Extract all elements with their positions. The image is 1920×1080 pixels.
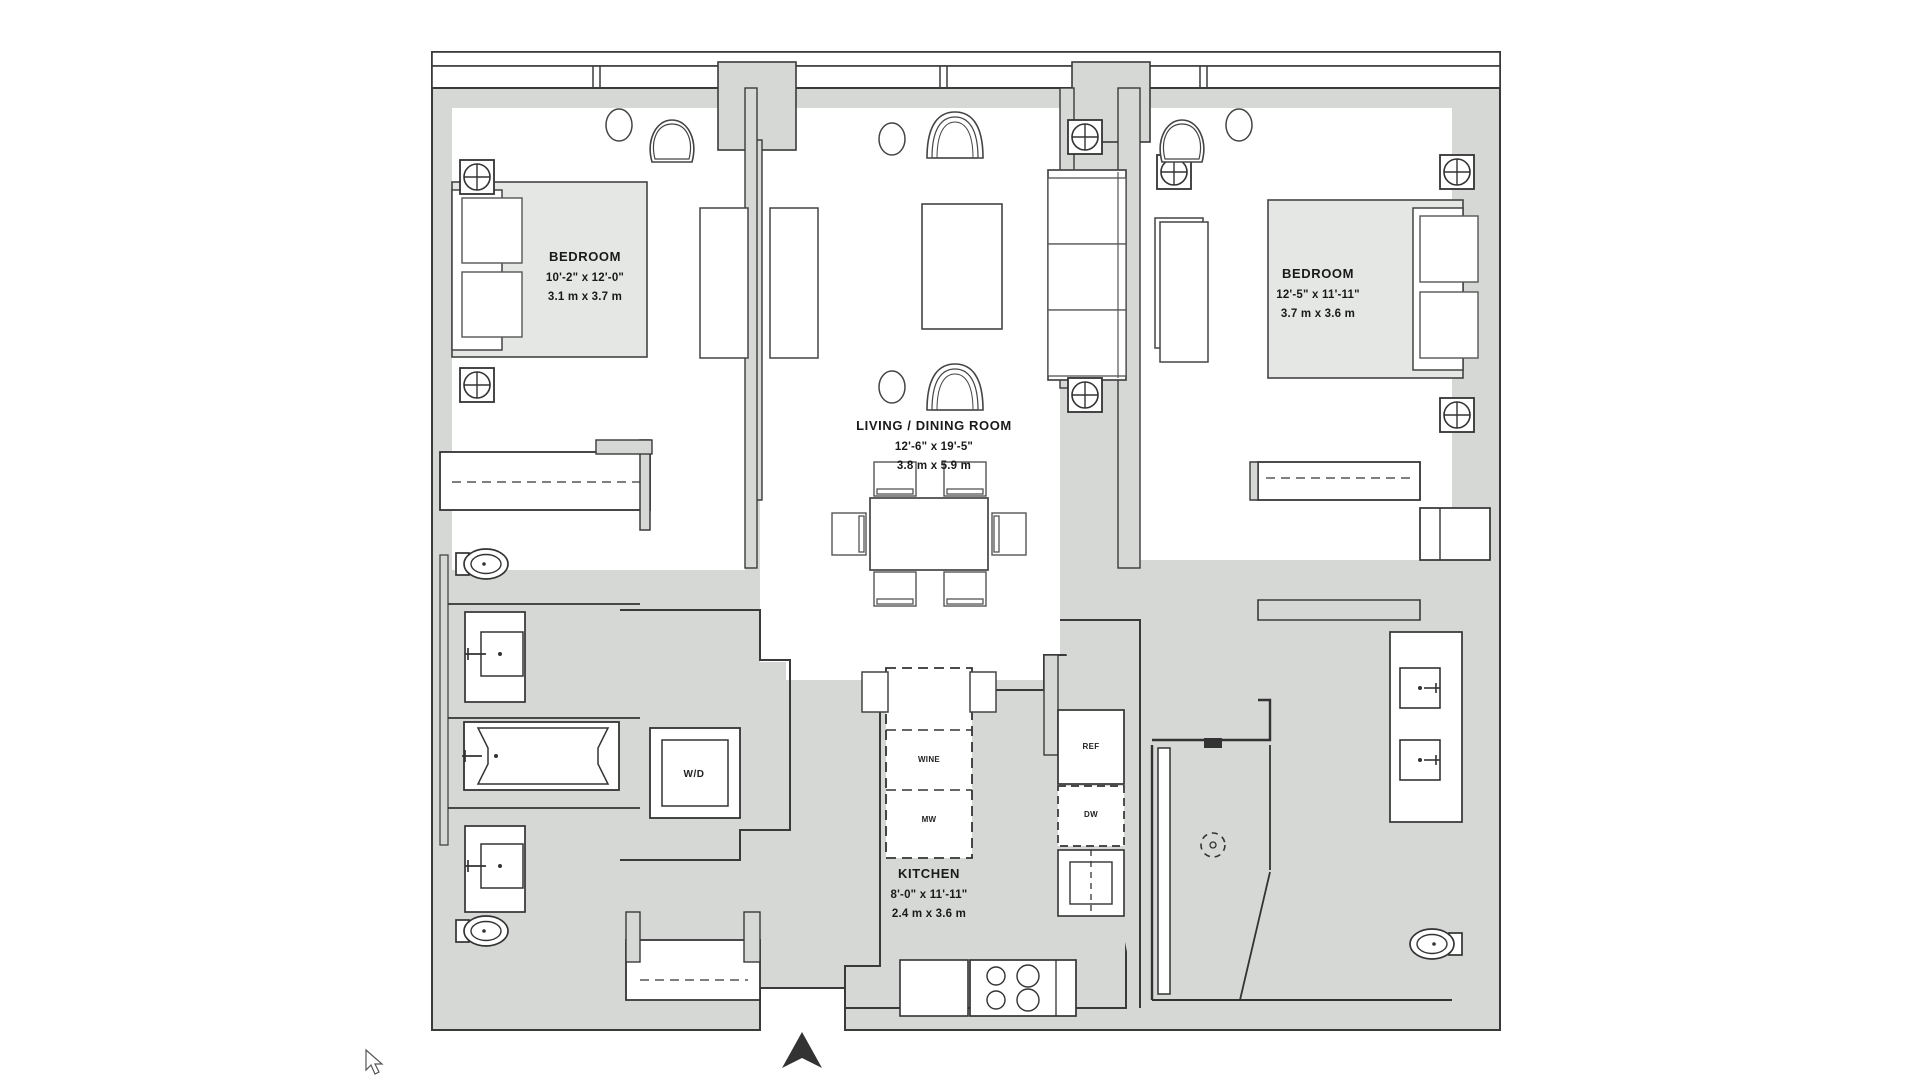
toilet-lower-left — [455, 915, 509, 947]
vanity-sink-upper-left — [464, 611, 526, 703]
room-dim-metric: 3.1 m x 3.7 m — [548, 291, 622, 303]
dishwasher: DW — [1057, 785, 1125, 847]
kitchen-sink — [1057, 849, 1125, 917]
room-dim-imperial: 8'-0" x 11'-11" — [891, 889, 968, 901]
washer-dryer: W/D — [649, 727, 741, 819]
double-vanity-right — [1389, 631, 1463, 823]
refrigerator-label: REF — [1083, 742, 1100, 751]
nightstand-left-bottom — [459, 367, 495, 403]
cooktop — [899, 959, 1077, 1017]
refrigerator: REF — [1057, 709, 1125, 785]
bed-right — [1267, 199, 1479, 379]
nightstand-left-top — [459, 159, 495, 195]
dresser-right — [1159, 221, 1209, 363]
room-label-living-dining: LIVING / DINING ROOM 12'-6" x 19'-5" 3.8… — [856, 418, 1012, 472]
room-name: BEDROOM — [1282, 266, 1354, 281]
room-dim-imperial: 12'-6" x 19'-5" — [895, 441, 973, 453]
microwave-label: MW — [922, 815, 937, 824]
room-dim-metric: 2.4 m x 3.6 m — [892, 908, 966, 920]
room-dim-imperial: 12'-5" x 11'-11" — [1276, 289, 1360, 301]
room-dim-metric: 3.8 m x 5.9 m — [897, 460, 971, 472]
room-name: KITCHEN — [898, 866, 960, 881]
kitchen-island: WINE MW — [861, 667, 997, 859]
coffee-table — [921, 203, 1003, 330]
bathtub-left — [462, 721, 620, 791]
room-name: BEDROOM — [549, 249, 621, 264]
room-dim-metric: 3.7 m x 3.6 m — [1281, 308, 1355, 320]
shower-right — [1200, 738, 1271, 1001]
dining-table-6-chairs — [831, 461, 1027, 607]
room-name: LIVING / DINING ROOM — [856, 418, 1012, 433]
sofa — [1047, 169, 1127, 381]
dishwasher-label: DW — [1084, 810, 1098, 819]
washer-dryer-label: W/D — [684, 769, 705, 780]
wine-cooler-label: WINE — [918, 755, 940, 764]
vanity-sink-lower-left — [464, 825, 526, 913]
dresser-left — [699, 207, 819, 359]
toilet-upper-left — [455, 548, 509, 580]
toilet-right — [1409, 928, 1463, 960]
room-dim-imperial: 10'-2" x 12'-0" — [546, 272, 624, 284]
room-label-kitchen: KITCHEN 8'-0" x 11'-11" 2.4 m x 3.6 m — [891, 866, 968, 920]
bed-left — [451, 181, 648, 358]
north-arrow-icon — [782, 1032, 822, 1068]
room-label-bedroom-left: BEDROOM 10'-2" x 12'-0" 3.1 m x 3.7 m — [546, 249, 624, 303]
room-label-bedroom-right: BEDROOM 12'-5" x 11'-11" 3.7 m x 3.6 m — [1276, 266, 1360, 320]
